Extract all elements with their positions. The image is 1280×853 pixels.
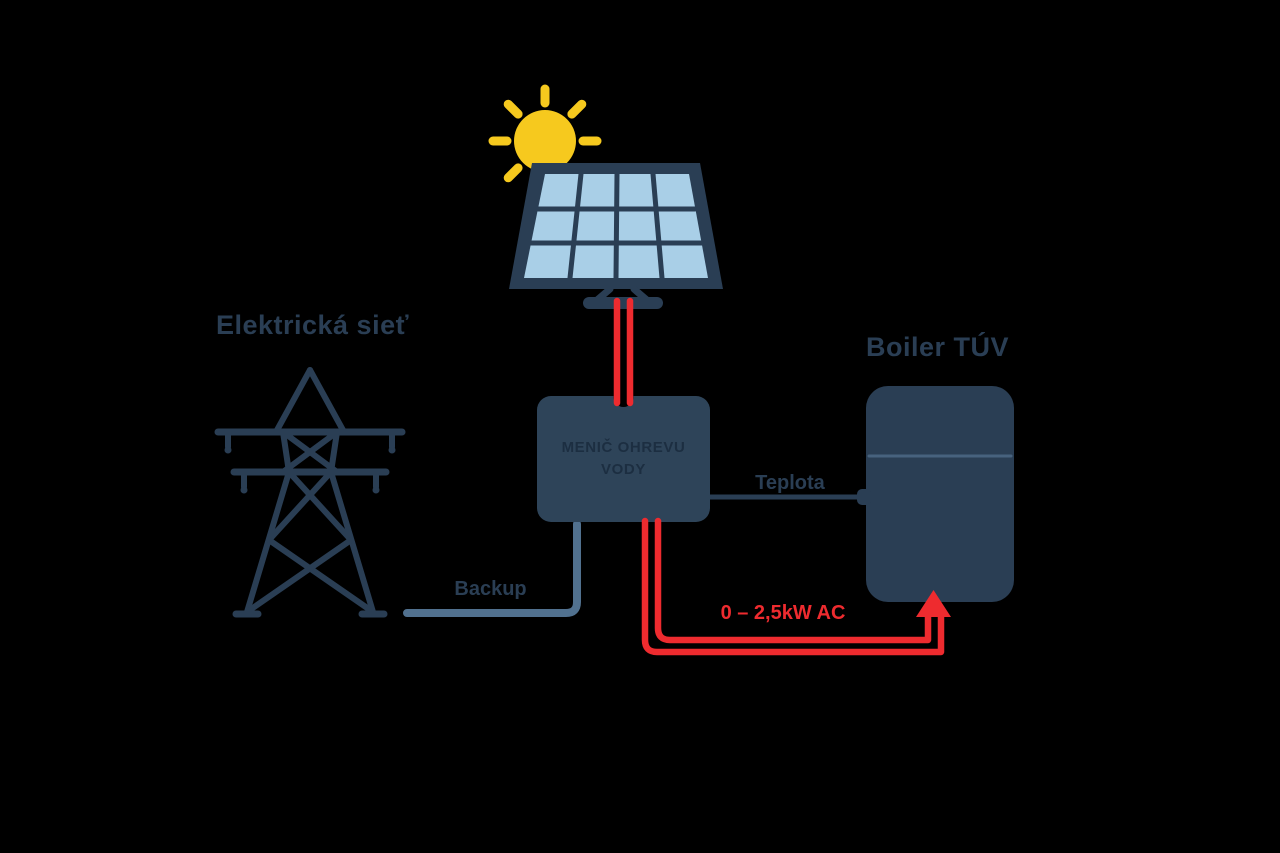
boiler-inlet-nub (857, 489, 871, 505)
pv-cable-line (613, 297, 634, 407)
backup-label: Backup (454, 578, 527, 600)
ac-power-line (641, 517, 951, 656)
boiler-icon (857, 386, 1014, 602)
boiler-label: Boiler TÚV (865, 332, 1010, 362)
teplota-label: Teplota (755, 472, 825, 494)
ac-arrow-icon (916, 590, 951, 617)
grid-label: Elektrická sieť (215, 310, 410, 340)
sun-icon (488, 84, 602, 198)
ac-power-label: 0 – 2,5kW AC (720, 602, 846, 624)
backup-line (403, 520, 581, 617)
power-pylon-icon (214, 367, 406, 618)
solar-panel-icon (509, 163, 723, 309)
inverter-label: MENIČ OHREVU VODY (561, 438, 686, 479)
